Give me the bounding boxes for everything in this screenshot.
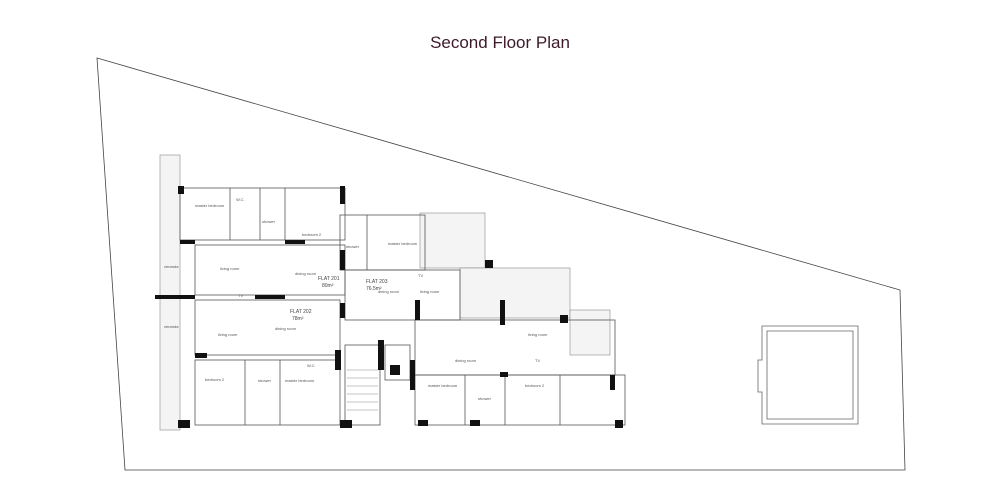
room-label-bedroom-2: bedroom 2 <box>205 377 225 382</box>
room-label-dining-room: dining room <box>295 271 317 276</box>
plan-title: Second Floor Plan <box>430 33 570 52</box>
tv-label: TV <box>238 293 243 298</box>
room-label-shower: shower <box>478 396 492 401</box>
room-label-wc: W.C. <box>307 363 316 368</box>
room-label-living-room: living room <box>420 289 440 294</box>
flat-202-area: 78m² <box>292 316 304 322</box>
stairs <box>347 369 378 411</box>
room-label-living-room: living room <box>220 266 240 271</box>
flat-202-name: FLAT 202 <box>290 309 312 315</box>
site-boundary <box>96 57 906 471</box>
flat-203-area: 76.5m² <box>366 286 382 292</box>
room-label-master-bedroom: master bedroom <box>428 383 458 388</box>
room-label-master-bedroom: master bedroom <box>195 203 225 208</box>
room-label-veranda: veranda <box>164 324 179 329</box>
flat-201-area: 80m² <box>322 283 334 289</box>
tv-label: TV <box>418 273 423 278</box>
room-label-master-bedroom: master bedroom <box>285 378 315 383</box>
room-label-dining-room: dining room <box>275 326 297 331</box>
room-label-veranda: veranda <box>164 264 179 269</box>
verandas <box>159 154 611 431</box>
room-label-living-room: living room <box>528 332 548 337</box>
room-label-dining-room: dining room <box>455 358 477 363</box>
tv-label: TV <box>535 358 540 363</box>
room-label-shower: shower <box>262 219 276 224</box>
interior-walls <box>179 187 626 426</box>
room-label-master-bedroom: master bedroom <box>388 241 418 246</box>
flat-203-name: FLAT 203 <box>366 279 388 285</box>
room-label-living-room: living room <box>218 332 238 337</box>
rooftop-structure <box>757 325 859 425</box>
flat-201-name: FLAT 201 <box>318 276 340 282</box>
room-label-bedroom-2: bedroom 2 <box>302 232 322 237</box>
room-label-dining-room: dining room <box>378 289 400 294</box>
room-label-shower: shower <box>346 244 360 249</box>
room-label-shower: shower <box>258 378 272 383</box>
room-label-bedroom-2: bedroom 2 <box>525 383 545 388</box>
structural-walls <box>155 186 623 428</box>
room-label-wc: W.C. <box>236 197 245 202</box>
